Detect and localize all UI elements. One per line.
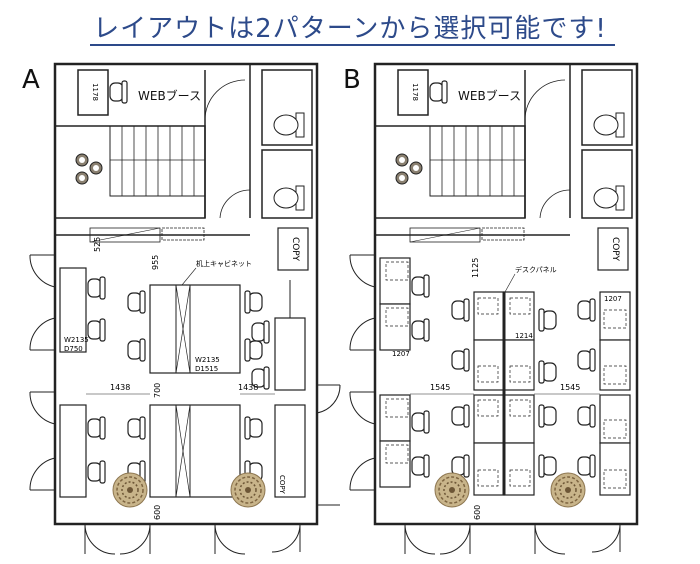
- title-underline: [90, 44, 615, 46]
- plan-b-plant-left: [434, 472, 470, 508]
- plan-a-plant-left: [112, 472, 148, 508]
- plan-a-dim-mid: 700: [153, 383, 162, 398]
- page-title: レイアウトは2パターンから選択可能です!: [93, 14, 607, 44]
- plan-a-plant-right: [230, 472, 266, 508]
- plan-a: A 1178 WEBブース: [22, 62, 341, 555]
- svg-text:W2135: W2135: [195, 356, 220, 364]
- plan-a-letter: A: [22, 65, 40, 95]
- plan-a-outer-wall: [53, 62, 319, 526]
- plan-a-dim-bottom: 600: [153, 505, 162, 520]
- plan-b-dim-bottom: 600: [473, 505, 482, 520]
- plan-a-dim-left-desk: W2135: [64, 336, 89, 344]
- plan-b-outer-wall: [373, 62, 639, 526]
- plan-b-web-booth-label: WEBブース: [458, 88, 521, 103]
- plan-b-copy: COPY: [610, 237, 620, 262]
- plan-b-booth-dim: 1178: [411, 83, 419, 101]
- plan-b: B 1178 WEBブース: [343, 62, 639, 555]
- plan-a-web-booth-label: WEBブース: [138, 88, 201, 103]
- plan-b-plant-right: [550, 472, 586, 508]
- plan-b-dim-aisle-top: 1125: [471, 258, 480, 278]
- plan-a-booth-dim: 1178: [91, 83, 99, 101]
- plan-a-dim-right-row: 1438: [238, 383, 258, 392]
- plan-b-dim-center-panel: 1214: [515, 332, 533, 340]
- plan-a-cabinet-label: 机上キャビネット: [196, 259, 252, 268]
- plan-a-copy: COPY: [290, 237, 300, 262]
- plan-b-letter: B: [343, 65, 361, 95]
- plan-b-dim-right-row: 1545: [560, 383, 580, 392]
- svg-text:D750: D750: [64, 345, 83, 353]
- plan-a-dim-left-row: 1438: [110, 383, 130, 392]
- svg-text:COPY: COPY: [278, 475, 286, 494]
- plan-b-dim-left-row: 1545: [430, 383, 450, 392]
- plan-a-dim-aisle-top: 955: [151, 255, 160, 270]
- svg-text:D1515: D1515: [195, 365, 218, 373]
- plan-b-dim-right-desk: 1207: [604, 295, 622, 303]
- plan-a-dim-top-gap: 525: [93, 237, 102, 252]
- plan-b-dim-left-desk: 1207: [392, 350, 410, 358]
- plan-b-panel-label: デスクパネル: [515, 265, 557, 274]
